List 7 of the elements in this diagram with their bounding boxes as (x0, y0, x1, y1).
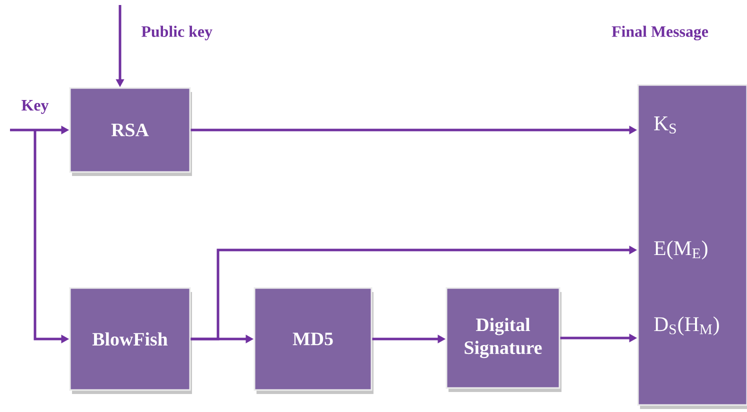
edge-label: Public key (140, 24, 214, 42)
box-heading: Final Message (612, 26, 708, 40)
process-box: BlowFish (69, 287, 192, 394)
process-box: MD5 (254, 287, 374, 394)
process-box: RSA (69, 87, 192, 176)
process-box: Digital Signature (446, 287, 562, 392)
edge-label: Key (20, 99, 50, 115)
